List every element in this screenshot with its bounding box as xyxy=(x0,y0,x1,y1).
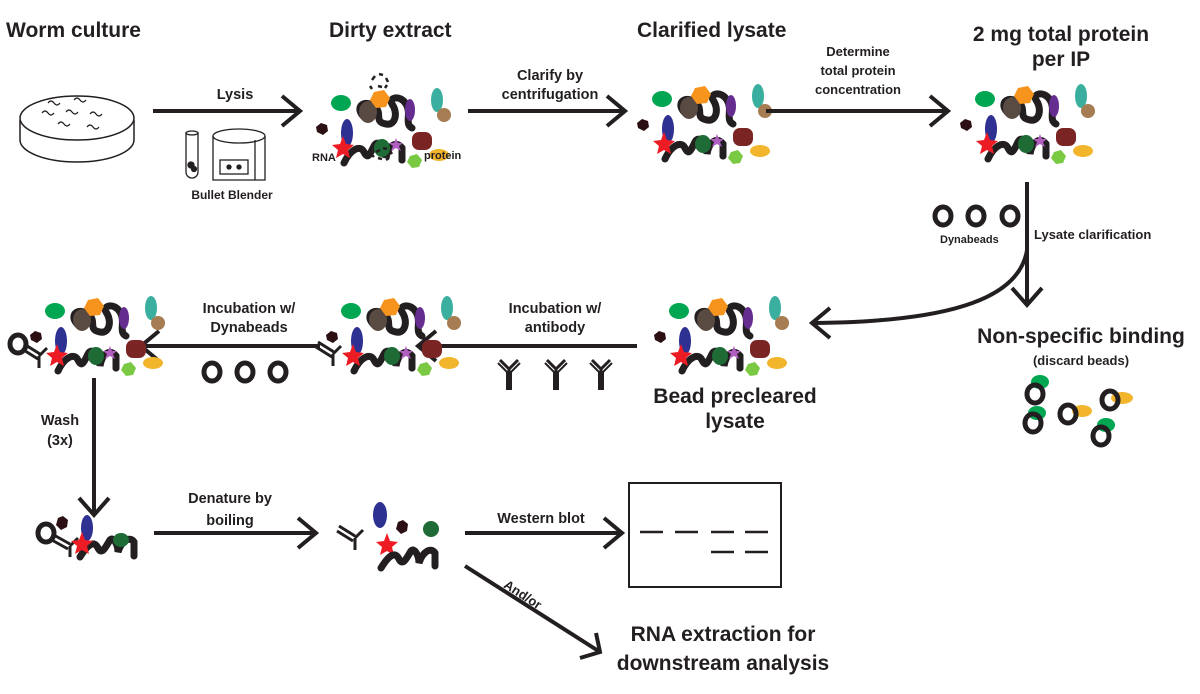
stage-rna-extraction: RNA extraction for downstream analysis xyxy=(603,620,843,678)
bead-precleared-cluster xyxy=(654,296,789,376)
stage-nonspecific-binding: Non-specific binding xyxy=(977,325,1185,348)
step-incubation-antibody: Incubation w/ antibody xyxy=(485,300,625,338)
stage-rna-extraction-line1: RNA extraction for xyxy=(630,623,816,646)
wash-arrow xyxy=(77,378,111,519)
rna-label: RNA xyxy=(312,152,336,164)
step-incubation-dynabeads-line1: Incubation w/ xyxy=(202,301,296,317)
step-incubation-dynabeads: Incubation w/ Dynabeads xyxy=(179,300,319,338)
step-clarify-line2: centrifugation xyxy=(501,87,599,103)
rna-extraction-arrow xyxy=(463,564,603,660)
washed-complex-cluster xyxy=(38,515,138,561)
step-incubation-antibody-line2: antibody xyxy=(524,320,586,336)
dirty-extract-cluster xyxy=(316,72,451,168)
step-denature: Denature by boiling xyxy=(160,488,300,532)
bead-bound-cluster xyxy=(10,296,165,376)
step-clarify-line1: Clarify by xyxy=(516,68,584,84)
stage-bead-precleared-line1: Bead precleared xyxy=(653,385,817,408)
step-determine: Determine total protein concentration xyxy=(788,42,928,99)
bullet-blender-label: Bullet Blender xyxy=(191,188,273,202)
antibody-icons xyxy=(496,358,614,392)
worm-culture-plate-icon xyxy=(19,95,135,163)
step-incubation-antibody-line1: Incubation w/ xyxy=(508,301,602,317)
step-western-blot: Western blot xyxy=(497,511,585,527)
step-wash-line1: Wash xyxy=(40,413,80,429)
step-denature-line1: Denature by xyxy=(188,491,272,507)
stage-bead-precleared: Bead precleared lysate xyxy=(630,384,840,434)
stage-bead-precleared-line2: lysate xyxy=(705,410,765,433)
dynabeads-icon xyxy=(935,207,1018,225)
dynabeads-label: Dynabeads xyxy=(940,234,999,246)
step-clarify: Clarify by centrifugation xyxy=(480,67,620,105)
step-incubation-dynabeads-line2: Dynabeads xyxy=(210,320,288,336)
stage-total-protein-line1: 2 mg total protein xyxy=(972,23,1150,46)
stage-total-protein: 2 mg total protein per IP xyxy=(941,22,1181,72)
step-lysis: Lysis xyxy=(216,87,254,103)
step-determine-line3: concentration xyxy=(815,82,901,97)
step-determine-line1: Determine xyxy=(826,44,890,59)
western-blot-arrow xyxy=(465,516,626,550)
bullet-blender-icon xyxy=(185,128,266,181)
denatured-components-cluster xyxy=(336,502,439,572)
denature-arrow xyxy=(154,516,320,550)
determine-concentration-arrow xyxy=(766,94,952,128)
western-blot-membrane-icon xyxy=(628,482,782,588)
total-protein-cluster xyxy=(960,84,1095,164)
step-lysate-clarification: Lysate clarification xyxy=(1034,227,1152,242)
stage-total-protein-line2: per IP xyxy=(1031,48,1091,71)
clarify-arrow xyxy=(468,94,629,128)
stage-rna-extraction-line2: downstream analysis xyxy=(616,652,830,675)
discarded-beads-icon xyxy=(1025,375,1133,445)
discard-beads-label: (discard beads) xyxy=(1032,353,1130,368)
dynabeads-row-icon xyxy=(204,363,286,381)
step-wash: Wash (3x) xyxy=(34,411,86,451)
step-denature-line2: boiling xyxy=(206,513,254,529)
stage-clarified-lysate: Clarified lysate xyxy=(637,19,787,42)
step-wash-line2: (3x) xyxy=(47,433,73,449)
lysed-debris-icon xyxy=(368,72,394,162)
lysis-arrow xyxy=(153,94,304,128)
stage-dirty-extract: Dirty extract xyxy=(329,19,452,42)
protein-label: protein xyxy=(424,150,462,162)
lysate-clarification-arrow xyxy=(808,182,1044,340)
antibody-bound-cluster xyxy=(315,296,461,376)
stage-worm-culture: Worm culture xyxy=(6,19,141,42)
step-determine-line2: total protein xyxy=(820,63,896,78)
clarified-lysate-cluster xyxy=(637,84,772,164)
